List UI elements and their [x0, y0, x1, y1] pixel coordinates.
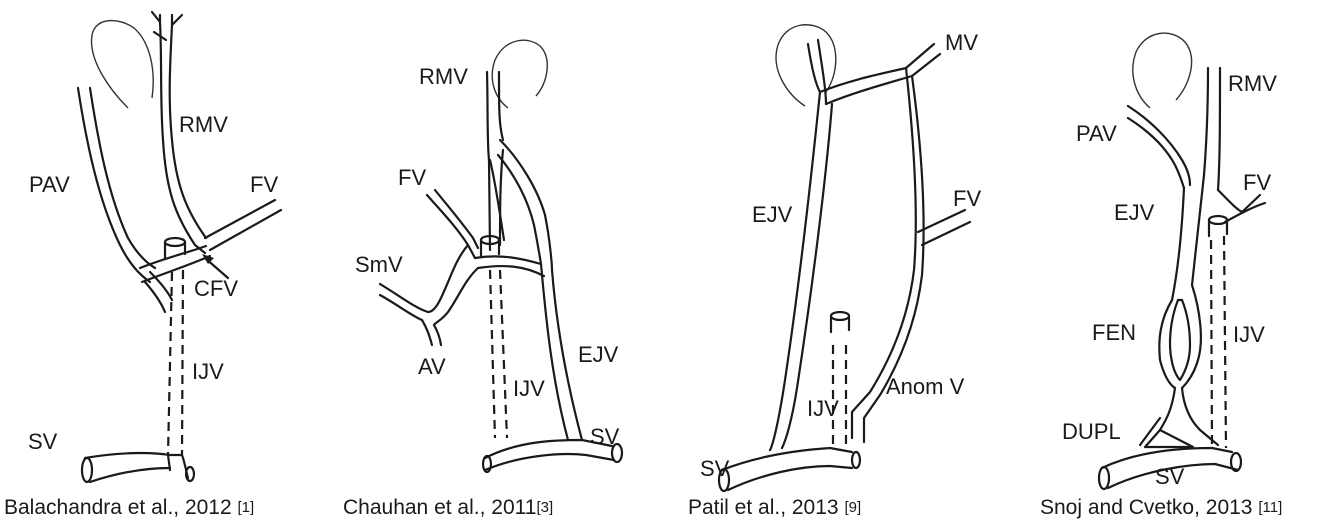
ijv-stub	[831, 312, 849, 320]
label-ijv: IJV	[513, 376, 545, 401]
panel-snoj: RMV PAV FV EJV FEN IJV DUPL SV Snoj and …	[1040, 33, 1282, 519]
label-dupl: DUPL	[1062, 419, 1121, 444]
label-ejv: EJV	[1114, 200, 1155, 225]
panel-balachandra: RMV PAV FV CFV IJV SV Balachandra et al.…	[4, 12, 281, 519]
label-ejv: EJV	[752, 202, 793, 227]
label-pav: PAV	[1076, 121, 1117, 146]
ear-outline	[92, 21, 154, 108]
label-fv: FV	[398, 165, 426, 190]
caption-patil: Patil et al., 2013 [9]	[688, 496, 861, 519]
ear-outline	[492, 40, 547, 108]
label-mv: MV	[945, 30, 978, 55]
label-fv: FV	[250, 172, 278, 197]
label-sv: SV	[28, 429, 58, 454]
ijv-dashed-vessel	[490, 270, 495, 438]
av-vessel	[422, 320, 432, 345]
label-rmv: RMV	[179, 112, 228, 137]
label-cfv: CFV	[194, 276, 238, 301]
label-fv: FV	[1243, 170, 1271, 195]
dupl-triangle	[1145, 430, 1193, 447]
label-av: AV	[418, 354, 446, 379]
label-sv: SV	[700, 456, 730, 481]
label-rmv: RMV	[1228, 71, 1277, 96]
sv-vessel	[85, 453, 188, 478]
ear-outline	[776, 25, 836, 106]
fv-vessel	[427, 195, 475, 258]
caption-balachandra: Balachandra et al., 2012 [1]	[4, 496, 254, 519]
label-ijv: IJV	[1233, 322, 1265, 347]
label-fv: FV	[953, 186, 981, 211]
label-rmv: RMV	[419, 64, 468, 89]
ijv-stub	[165, 238, 185, 246]
ear-outline	[1133, 33, 1192, 108]
label-fen: FEN	[1092, 320, 1136, 345]
ijv-stub	[1209, 216, 1227, 224]
cfv-vessel	[140, 246, 206, 268]
rmv-vessel	[1204, 68, 1208, 175]
pav-vessel	[1128, 106, 1190, 185]
panel-chauhan: RMV FV SmV AV IJV EJV SV Chauhan et al.,…	[343, 40, 622, 519]
label-ejv: EJV	[578, 342, 619, 367]
label-sv: SV	[1155, 464, 1185, 489]
mv-vessel	[820, 44, 934, 92]
panel-patil: MV EJV FV IJV Anom V SV Patil et al., 20…	[688, 25, 981, 519]
caption-chauhan: Chauhan et al., 2011[3]	[343, 496, 553, 519]
caption-snoj: Snoj and Cvetko, 2013 [11]	[1040, 496, 1282, 519]
label-ijv: IJV	[192, 359, 224, 384]
label-smv: SmV	[355, 252, 403, 277]
label-pav: PAV	[29, 172, 70, 197]
label-anomv: Anom V	[886, 374, 965, 399]
label-sv: SV	[590, 424, 620, 449]
ejv-vessel	[1172, 188, 1184, 300]
label-ijv: IJV	[807, 396, 839, 421]
ijv-dashed-vessel	[1211, 240, 1212, 448]
